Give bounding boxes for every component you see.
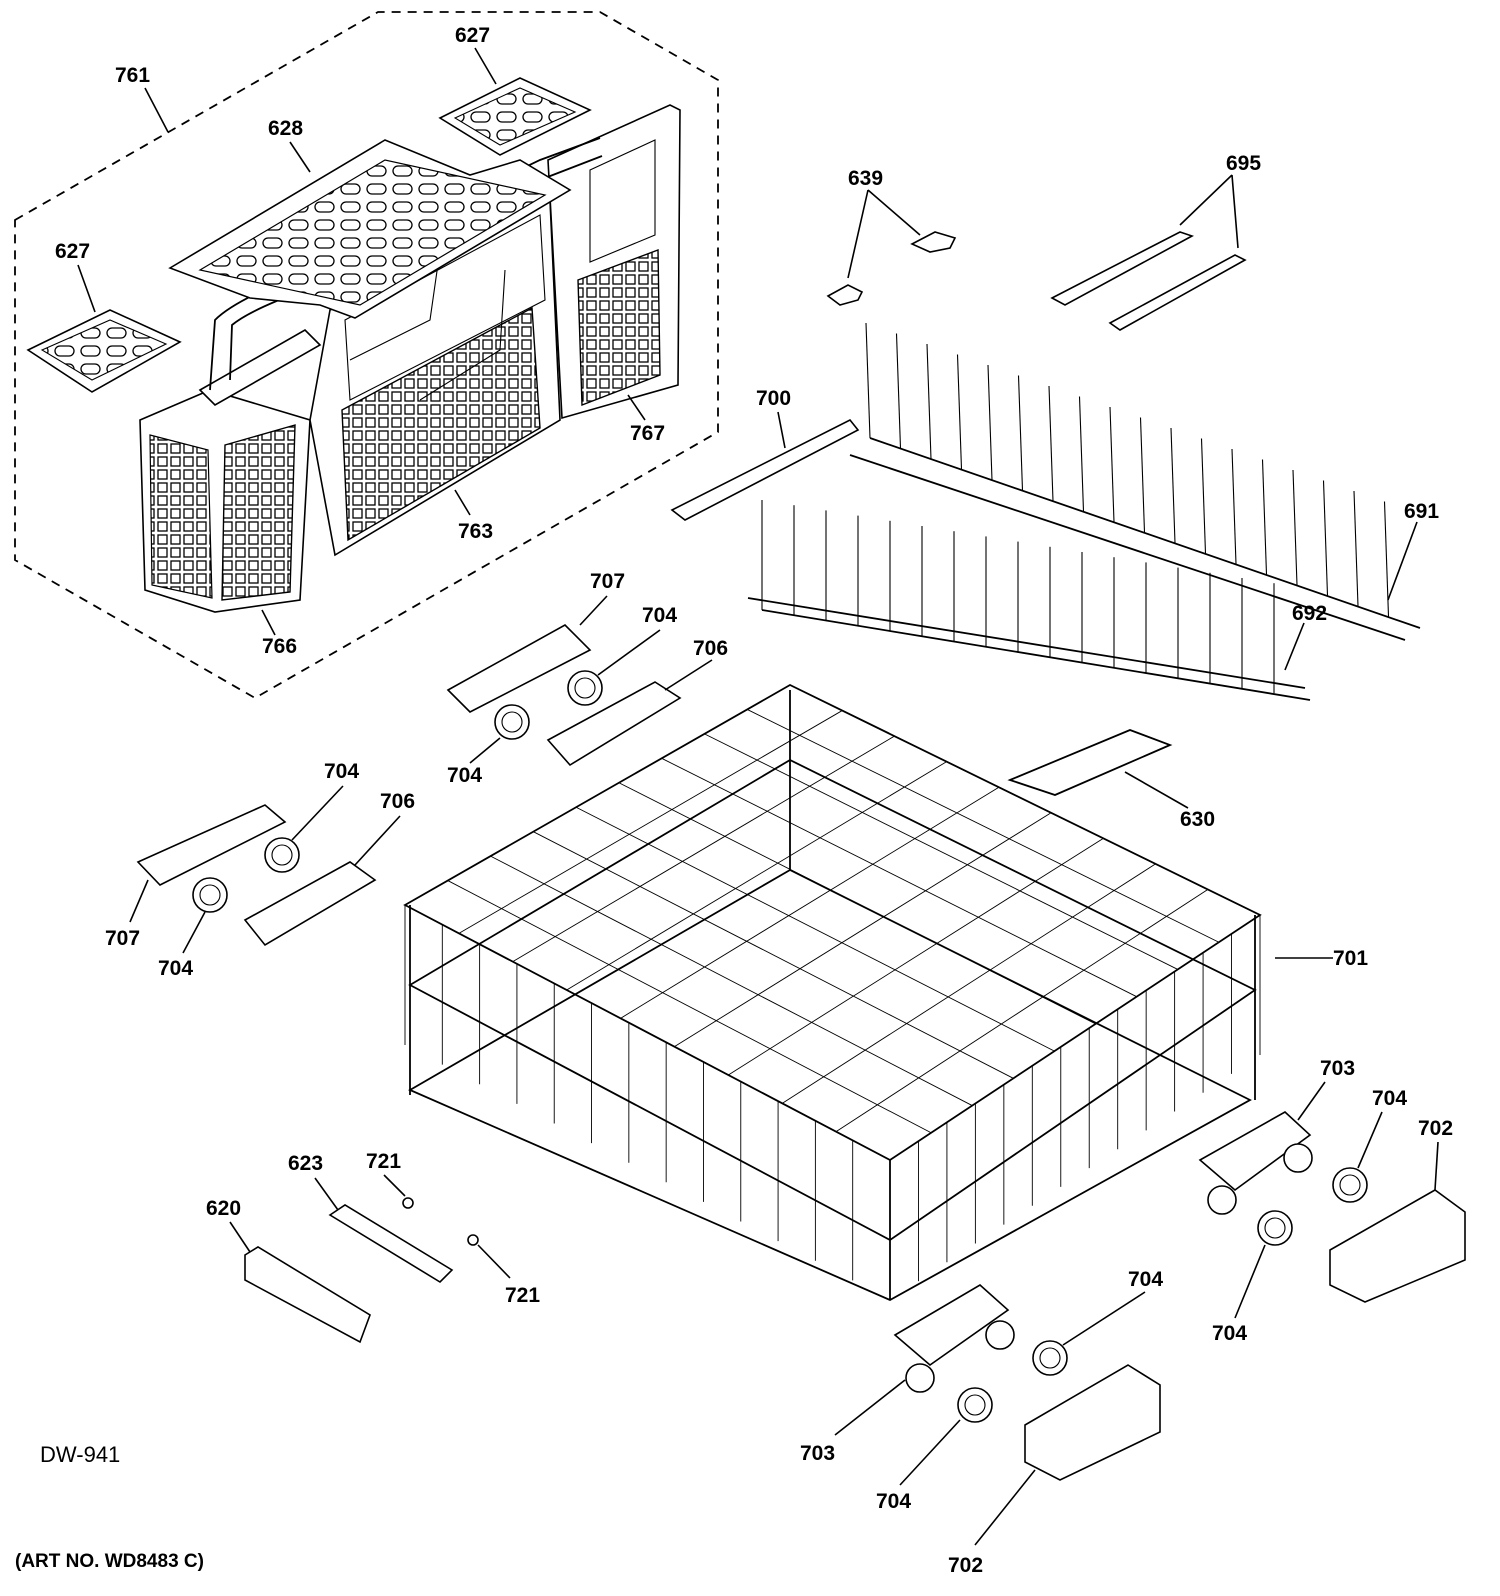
callout-704-upper-right: 704 [642, 604, 677, 627]
callout-706-upper: 706 [693, 637, 728, 660]
callout-692: 692 [1292, 602, 1327, 625]
callout-702-right: 702 [1418, 1117, 1453, 1140]
leader-lines [77, 47, 1439, 1546]
callout-628: 628 [268, 117, 303, 140]
art-number: (ART NO. WD8483 C) [15, 1551, 204, 1572]
callout-691: 691 [1404, 500, 1439, 523]
wheel-bracket-upper-center [446, 624, 682, 767]
callout-703-bottom: 703 [800, 1442, 835, 1465]
callout-620: 620 [206, 1197, 241, 1220]
tine-rows [747, 322, 1421, 796]
adjustable-tine-holder [670, 418, 860, 521]
callout-763: 763 [458, 520, 493, 543]
silverware-basket-group-outline [14, 11, 719, 700]
callout-627-top: 627 [455, 24, 490, 47]
wheel-bracket-right [1198, 1111, 1466, 1303]
basket-lid-large [168, 139, 572, 319]
callout-700: 700 [756, 387, 791, 410]
callout-702-bottom: 702 [948, 1554, 983, 1577]
basket-lid-small-top [438, 77, 592, 156]
callout-701: 701 [1333, 947, 1368, 970]
wheel-bracket-bottom [893, 1284, 1161, 1481]
lower-rack [403, 683, 1262, 1302]
callout-704-left-top: 704 [324, 760, 359, 783]
callout-761: 761 [115, 64, 150, 87]
callout-630: 630 [1180, 808, 1215, 831]
silverware-basket [139, 104, 681, 613]
callout-labels: 761 627 628 627 767 763 766 639 695 700 … [55, 24, 1453, 1577]
wheel-bracket-left [136, 804, 377, 947]
callout-706-left: 706 [380, 790, 415, 813]
callout-721-top: 721 [366, 1150, 401, 1173]
callout-623: 623 [288, 1152, 323, 1175]
basket-lid-small-left [26, 309, 182, 393]
callout-704-bottom-right: 704 [1128, 1268, 1163, 1291]
callout-704-right-bottom: 704 [1212, 1322, 1247, 1345]
callout-707-upper: 707 [590, 570, 625, 593]
callout-695: 695 [1226, 152, 1261, 175]
callout-704-left-bottom: 704 [158, 957, 193, 980]
rack-label-holder [244, 1197, 479, 1344]
callout-707-left: 707 [105, 927, 140, 950]
callout-704-right-top: 704 [1372, 1087, 1407, 1110]
callout-767: 767 [630, 422, 665, 445]
callout-627-left: 627 [55, 240, 90, 263]
drawing-code: DW-941 [40, 1442, 120, 1467]
callout-639: 639 [848, 167, 883, 190]
callout-703-right: 703 [1320, 1057, 1355, 1080]
callout-704-bottom-left: 704 [876, 1490, 911, 1513]
callout-766: 766 [262, 635, 297, 658]
callout-721-bottom: 721 [505, 1284, 540, 1307]
tine-row-rails [1050, 231, 1247, 331]
callout-704-upper-left: 704 [447, 764, 482, 787]
rack-clips [826, 231, 957, 306]
